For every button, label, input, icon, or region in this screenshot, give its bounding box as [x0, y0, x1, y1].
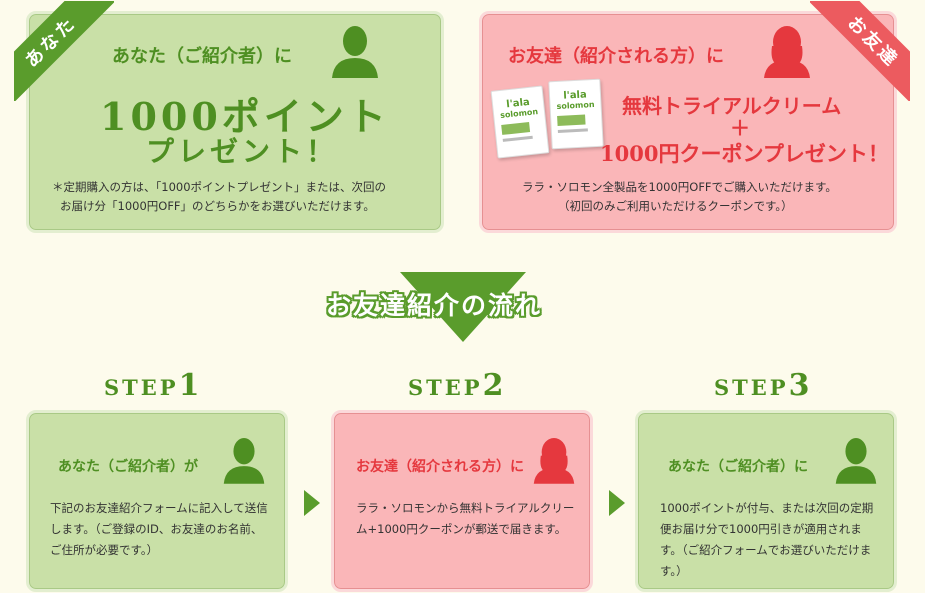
referrer-note-line2: お届け分「1000円OFF」のどちらかをお選びいただけます。 — [60, 199, 375, 213]
referrer-note-line1: ＊定期購入の方は、「1000ポイントプレゼント」または、次回の — [52, 180, 387, 194]
person-silhouette-icon — [834, 436, 878, 484]
referrer-ribbon-label: あなた — [14, 1, 114, 101]
step2-heading: お友達（紹介される方）に — [356, 459, 524, 475]
friend-trial-cream-text: 無料トライアルクリーム — [622, 94, 842, 118]
person-silhouette-icon — [222, 436, 266, 484]
step2-label: STEP2 — [408, 368, 507, 403]
referrer-reward-heading: あなた（ご紹介者）に — [112, 46, 292, 67]
referrer-present-text: プレゼント！ — [146, 135, 339, 168]
step3-heading: あなた（ご紹介者）に — [668, 459, 808, 475]
step1-label: STEP1 — [104, 368, 203, 403]
step1-heading: あなた（ご紹介者）が — [58, 459, 198, 475]
friend-note-line2: （初回のみご利用いただけるクーポンです。） — [558, 199, 793, 213]
person-silhouette-icon — [532, 436, 576, 484]
friend-reward-card — [479, 11, 897, 233]
referrer-points-amount: 1000ポイント — [100, 94, 390, 139]
friend-ribbon: お友達 — [810, 1, 910, 101]
referrer-ribbon: あなた — [14, 1, 114, 101]
friend-ribbon-label: お友達 — [810, 1, 910, 101]
step3-label: STEP3 — [714, 368, 813, 403]
flow-title-down-arrow-icon — [400, 272, 526, 342]
flow-title: お友達紹介の流れ — [326, 291, 543, 320]
step1-description: 下記のお友達紹介フォームに記入して送信します。（ご登録のID、お友達のお名前、ご… — [50, 501, 268, 557]
friend-plus-sign: ＋ — [730, 116, 750, 140]
friend-note-line1: ララ・ソロモン全製品を1000円OFFでご購入いただけます。 — [522, 180, 837, 194]
triangle-right-icon — [304, 490, 320, 516]
triangle-right-icon — [609, 490, 625, 516]
person-silhouette-icon — [762, 24, 812, 78]
step3-card — [635, 410, 897, 592]
friend-coupon-text: 1000円クーポンプレゼント！ — [600, 141, 889, 166]
step2-description: ララ・ソロモンから無料トライアルクリーム+1000円クーポンが郵送で届きます。 — [356, 501, 575, 536]
friend-reward-heading: お友達（紹介される方）に — [508, 46, 724, 67]
referrer-reward-card — [26, 11, 444, 233]
person-silhouette-icon — [330, 24, 380, 78]
step3-description: 1000ポイントが付与、または次回の定期便お届け分で1000円引きが適用されます… — [660, 501, 874, 578]
